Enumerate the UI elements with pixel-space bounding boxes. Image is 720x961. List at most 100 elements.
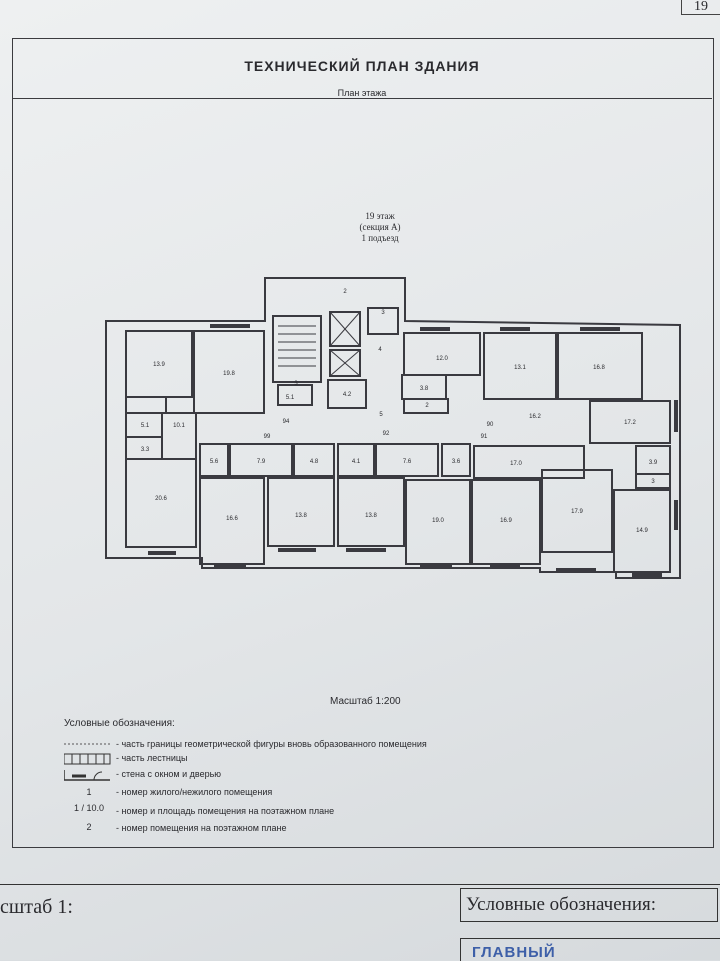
legend-item: - часть границы геометрической фигуры вн… <box>64 738 684 752</box>
scale-label: Масштаб 1:200 <box>330 696 401 707</box>
room-number: 5 <box>379 412 383 418</box>
room-outline <box>327 379 367 409</box>
room-number: 3 <box>381 310 385 316</box>
room-outline <box>541 469 613 553</box>
legend-text: - номер и площадь помещения на поэтажном… <box>116 806 335 816</box>
room-area: 16.6 <box>226 516 238 522</box>
room-area: 3.6 <box>452 459 461 465</box>
room-outline <box>473 445 585 479</box>
underlying-legend-box <box>460 888 718 922</box>
room-area: 10.1 <box>173 423 185 429</box>
room-area: 5.6 <box>210 459 219 465</box>
underlying-scale-text: сштаб 1: <box>0 896 73 918</box>
corridor-mark: 91 <box>481 434 488 440</box>
room-outline <box>161 412 197 460</box>
legend-symbol: 1 / 10.0 <box>73 803 105 813</box>
corridor-mark: 92 <box>383 431 390 437</box>
room-outline <box>483 332 557 400</box>
lift-cross <box>329 349 361 377</box>
room-area: 12.0 <box>436 356 448 362</box>
page-number: 19 <box>681 0 720 15</box>
legend-item: 2 - номер помещения на поэтажном плане <box>64 822 684 836</box>
room-number: 2 <box>343 289 347 295</box>
legend-item: 1 - номер жилого/нежилого помещения <box>64 786 684 800</box>
room-outline <box>403 398 449 414</box>
room-outline <box>125 396 167 414</box>
room-number: 2 <box>425 403 429 409</box>
room-number: 3 <box>651 479 655 485</box>
room-outline <box>193 330 265 414</box>
lift-outline <box>329 349 361 377</box>
corridor-mark: 99 <box>264 434 271 440</box>
room-number: 4 <box>378 347 382 353</box>
room-area: 13.8 <box>295 513 307 519</box>
legend-text: - часть лестницы <box>116 753 188 763</box>
legend-symbol: 1 <box>86 787 92 797</box>
lift-cross <box>329 311 361 347</box>
lift-outline <box>329 311 361 347</box>
underlying-legend-text: Условные обозначения: <box>466 894 657 915</box>
floor-label-line1: 19 этаж <box>365 211 395 221</box>
floor-label: 19 этаж (секция А) 1 подъезд <box>330 211 430 244</box>
room-area: 17.0 <box>510 461 522 467</box>
room-outline <box>125 458 197 548</box>
room-outline <box>337 443 375 477</box>
room-outline <box>471 479 541 565</box>
room-number: 3 <box>294 381 298 387</box>
room-outline <box>267 477 335 547</box>
room-area: 13.9 <box>153 362 165 368</box>
room-area: 4.8 <box>310 459 319 465</box>
building-outline <box>105 277 681 579</box>
stamp-frame <box>460 938 720 961</box>
room-area: 5.1 <box>141 423 150 429</box>
boundary-symbol <box>64 738 114 752</box>
room-outline <box>589 400 671 444</box>
legend-text: - номер жилого/нежилого помещения <box>116 787 273 797</box>
room-outline <box>375 443 439 477</box>
room-area: 13.1 <box>514 365 526 371</box>
stair-symbol <box>63 752 114 766</box>
room-area: 20.6 <box>155 496 167 502</box>
divider <box>12 98 712 99</box>
stamp-text: ГЛАВНЫЙ <box>472 944 556 961</box>
underlying-page-edge <box>0 884 720 885</box>
room-outline <box>337 477 405 547</box>
room-area: 19.8 <box>223 371 235 377</box>
room-outline <box>405 479 471 565</box>
room-area: 13.8 <box>365 513 377 519</box>
room-area: 4.1 <box>352 459 361 465</box>
legend-item: - часть лестницы <box>63 752 684 766</box>
legend-text: - стена с окном и дверью <box>116 769 222 779</box>
room-area: 14.9 <box>636 528 648 534</box>
wall-window-door-symbol <box>63 768 114 782</box>
legend-symbol: 2 <box>86 822 92 832</box>
legend-item: 1 / 10.0 - номер и площадь помещения на … <box>64 804 684 824</box>
room-area: 5.1 <box>286 395 295 401</box>
legend-item: - стена с окном и дверью <box>63 768 684 782</box>
room-area: 3.9 <box>649 460 658 466</box>
room-outline <box>635 473 671 489</box>
room-area: 17.2 <box>624 420 636 426</box>
room-outline <box>557 332 643 400</box>
room-outline <box>441 443 471 477</box>
stair-outline <box>272 315 322 383</box>
corridor-mark: 94 <box>283 419 290 425</box>
legend-title: Условные обозначения: <box>64 718 175 729</box>
room-area: 4.2 <box>343 392 352 398</box>
room-area: 3.3 <box>141 447 150 453</box>
room-area: 16.8 <box>593 365 605 371</box>
room-outline <box>277 384 313 406</box>
plan-frame <box>12 38 714 848</box>
room-area: 17.9 <box>571 509 583 515</box>
room-outline <box>229 443 293 477</box>
room-area: 3.8 <box>420 386 429 392</box>
room-outline <box>199 443 229 477</box>
room-outline <box>293 443 335 477</box>
document-title: ТЕХНИЧЕСКИЙ ПЛАН ЗДАНИЯ <box>244 58 480 74</box>
corridor-mark: 90 <box>487 422 494 428</box>
floor-label-line3: 1 подъезд <box>361 233 399 243</box>
room-outline <box>613 489 671 573</box>
room-area: 7.6 <box>403 459 412 465</box>
